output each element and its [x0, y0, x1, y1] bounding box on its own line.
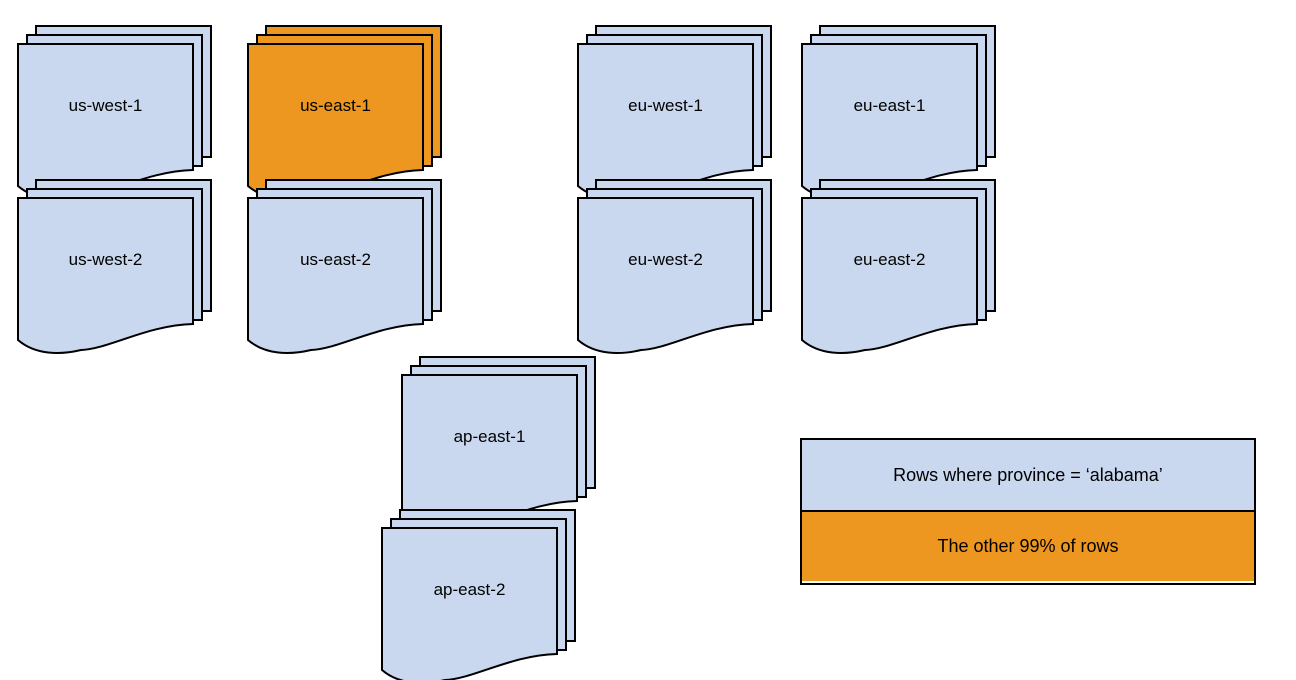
document-sheet-front — [247, 43, 424, 200]
document-stack-shape-eu-west-1 — [577, 25, 772, 200]
document-stack-shape-us-west-1 — [17, 25, 212, 200]
document-stack-eu-east-2[interactable]: eu-east-2 — [801, 179, 1020, 354]
document-sheet-front — [17, 197, 194, 354]
legend-label-blue: Rows where province = ‘alabama’ — [893, 464, 1163, 485]
document-stack-us-east-2[interactable]: us-east-2 — [247, 179, 466, 354]
document-stack-shape-ap-east-2 — [381, 509, 576, 680]
document-stack-us-west-1[interactable]: us-west-1 — [17, 25, 236, 200]
document-sheet-front — [577, 43, 754, 200]
document-sheet-front — [801, 43, 978, 200]
legend-box: Rows where province = ‘alabama’ The othe… — [800, 438, 1256, 585]
document-sheet-front — [381, 527, 558, 680]
document-stack-ap-east-2[interactable]: ap-east-2 — [381, 509, 600, 680]
legend-row-orange: The other 99% of rows — [802, 512, 1254, 581]
document-sheet-front — [577, 197, 754, 354]
document-sheet-front — [401, 374, 578, 531]
document-sheet-front — [17, 43, 194, 200]
legend-row-blue: Rows where province = ‘alabama’ — [802, 440, 1254, 512]
document-stack-us-west-2[interactable]: us-west-2 — [17, 179, 236, 354]
document-stack-shape-us-east-2 — [247, 179, 442, 354]
document-stack-shape-us-east-1 — [247, 25, 442, 200]
document-stack-shape-ap-east-1 — [401, 356, 596, 531]
document-stack-eu-west-2[interactable]: eu-west-2 — [577, 179, 796, 354]
document-stack-shape-eu-east-1 — [801, 25, 996, 200]
document-stack-shape-eu-east-2 — [801, 179, 996, 354]
document-sheet-front — [247, 197, 424, 354]
legend-label-orange: The other 99% of rows — [937, 536, 1119, 556]
document-stack-eu-east-1[interactable]: eu-east-1 — [801, 25, 1020, 200]
document-stack-ap-east-1[interactable]: ap-east-1 — [401, 356, 620, 531]
document-stack-shape-eu-west-2 — [577, 179, 772, 354]
document-stack-us-east-1[interactable]: us-east-1 — [247, 25, 466, 200]
document-sheet-front — [801, 197, 978, 354]
document-stack-shape-us-west-2 — [17, 179, 212, 354]
document-stack-eu-west-1[interactable]: eu-west-1 — [577, 25, 796, 200]
